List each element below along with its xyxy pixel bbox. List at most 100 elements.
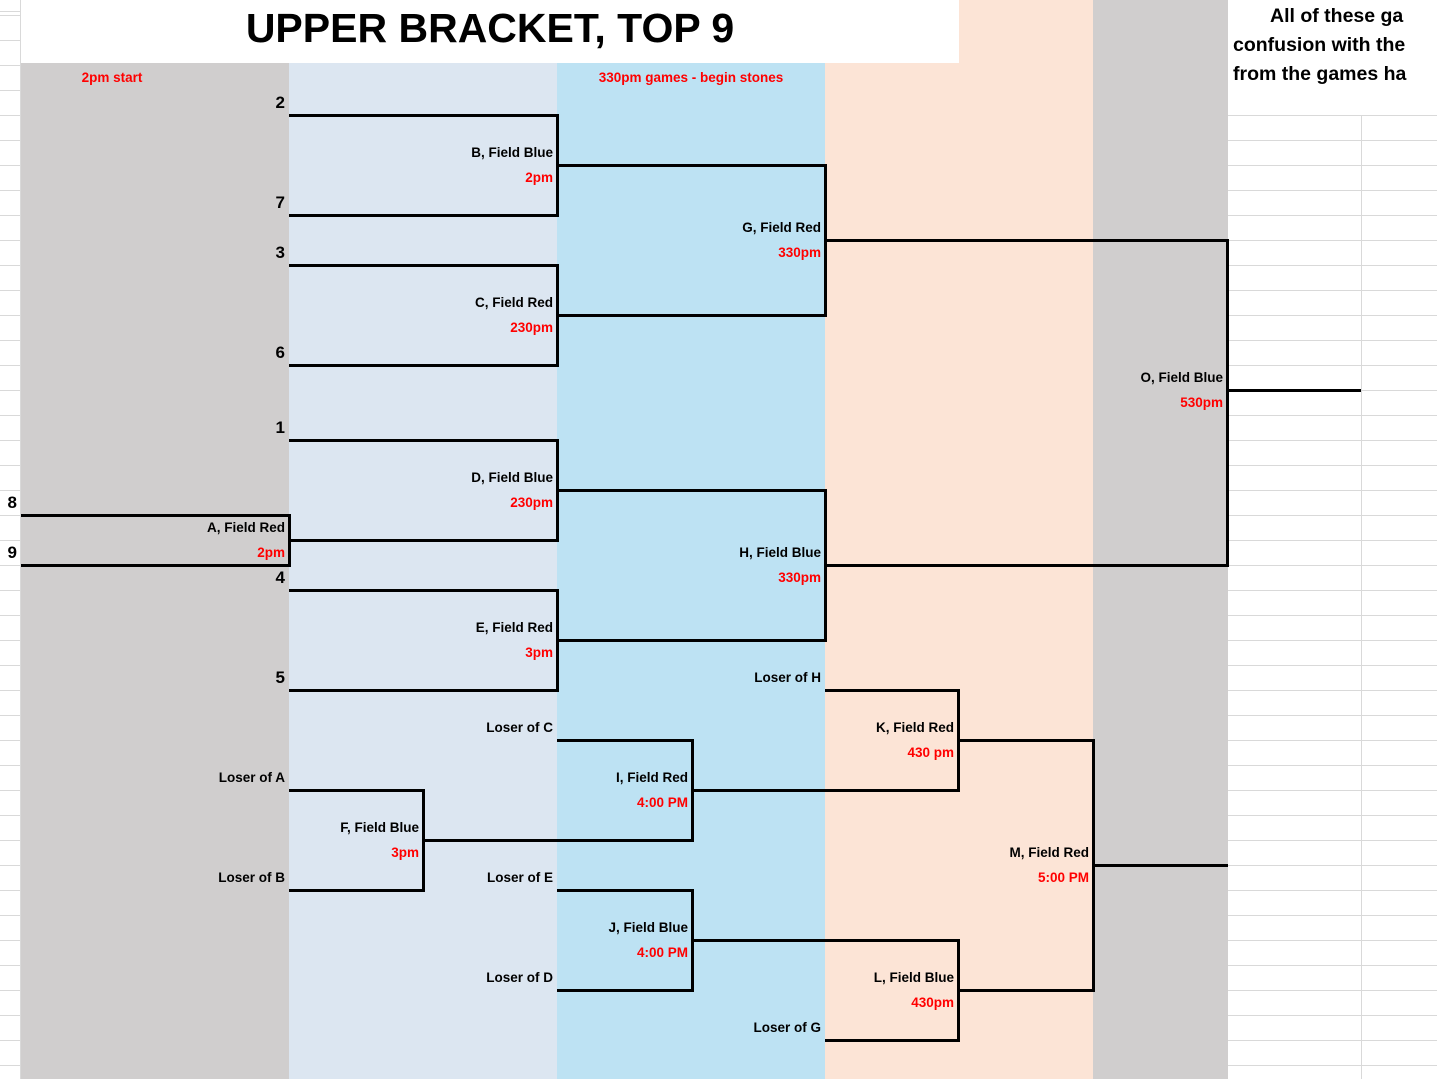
band-final-gray <box>1093 0 1228 1079</box>
game-j-time: 4:00 PM <box>636 945 688 960</box>
bracket-line-winner-m <box>1093 864 1228 867</box>
bracket-line-seed2 <box>289 114 557 117</box>
bracket-line-winner-a <box>289 539 557 542</box>
bracket-vline-game-h <box>824 489 827 642</box>
bracket-vline-game-a <box>288 514 291 567</box>
bracket-vline-game-o <box>1226 239 1229 567</box>
feeder-loser-e: Loser of E <box>486 870 553 885</box>
game-j-label: J, Field Blue <box>608 920 688 935</box>
bracket-line-winner-o <box>1227 389 1361 392</box>
bracket-line-seed1 <box>289 439 557 442</box>
game-m-label: M, Field Red <box>1009 845 1089 860</box>
bracket-line-loser-b <box>289 889 423 892</box>
seed-label-7: 7 <box>275 193 285 212</box>
bracket-line-loser-h <box>825 689 959 692</box>
game-k-label: K, Field Red <box>875 720 954 735</box>
bracket-vline-game-f <box>422 789 425 892</box>
feeder-loser-d: Loser of D <box>486 970 553 985</box>
bracket-line-loser-e <box>557 889 693 892</box>
seed-label-2: 2 <box>275 93 285 112</box>
feeder-loser-c: Loser of C <box>486 720 553 735</box>
side-note-line: confusion with the <box>1233 34 1406 56</box>
game-b-label: B, Field Blue <box>471 145 553 160</box>
game-i-time: 4:00 PM <box>636 795 688 810</box>
page-title: UPPER BRACKET, TOP 9 <box>21 0 959 63</box>
bracket-line-seed6 <box>289 364 557 367</box>
game-c-time: 230pm <box>510 320 553 335</box>
bracket-line-winner-l <box>958 989 1094 992</box>
game-o-label: O, Field Blue <box>1140 370 1223 385</box>
seed-label-1: 1 <box>275 418 285 437</box>
bracket-vline-game-j <box>691 889 694 992</box>
seed-label-8: 8 <box>7 493 17 512</box>
bracket-line-seed5 <box>289 689 557 692</box>
feeder-loser-b: Loser of B <box>218 870 285 885</box>
bracket-vline-game-m <box>1092 739 1095 992</box>
game-e-time: 3pm <box>525 645 553 660</box>
bracket-line-winner-j <box>692 939 959 942</box>
game-g-time: 330pm <box>778 245 821 260</box>
game-o-time: 530pm <box>1180 395 1223 410</box>
game-g-label: G, Field Red <box>742 220 821 235</box>
bracket-line-winner-b <box>557 164 825 167</box>
bracket-line-seed8 <box>21 514 289 517</box>
bracket-line-winner-d <box>557 489 825 492</box>
seed-label-6: 6 <box>275 343 285 362</box>
start-time-note: 2pm start <box>81 70 143 85</box>
left-gridline-column <box>0 0 21 1079</box>
bracket-line-loser-c <box>557 739 693 742</box>
bracket-line-winner-i <box>692 789 959 792</box>
band-round4-peach <box>825 63 1093 1079</box>
game-f-label: F, Field Blue <box>340 820 419 835</box>
bracket-vline-game-l <box>957 939 960 1042</box>
band-round4-peach-top <box>959 0 1093 63</box>
stones-note: 330pm games - begin stones <box>598 70 784 85</box>
vertical-gridline <box>1361 115 1362 1079</box>
band-round2-lightblue <box>289 63 557 1079</box>
seed-label-9: 9 <box>7 543 17 562</box>
bracket-line-winner-c <box>557 314 825 317</box>
band-round1-gray <box>21 63 289 1079</box>
game-a-time: 2pm <box>257 545 285 560</box>
side-note-line: from the games ha <box>1233 63 1407 85</box>
feeder-loser-h: Loser of H <box>754 670 821 685</box>
game-k-time: 430 pm <box>907 745 954 760</box>
bracket-line-winner-e <box>557 639 825 642</box>
bracket-vline-game-i <box>691 739 694 842</box>
right-gridline-area <box>1228 115 1437 1079</box>
bracket-line-seed7 <box>289 214 557 217</box>
game-l-time: 430pm <box>911 995 954 1010</box>
bracket-vline-game-d <box>556 439 559 542</box>
feeder-loser-a: Loser of A <box>218 770 285 785</box>
bracket-vline-game-k <box>957 689 960 792</box>
game-l-label: L, Field Blue <box>873 970 954 985</box>
bracket-vline-game-b <box>556 114 559 217</box>
bracket-line-seed3 <box>289 264 557 267</box>
game-a-label: A, Field Red <box>206 520 285 535</box>
seed-label-3: 3 <box>275 243 285 262</box>
game-f-time: 3pm <box>391 845 419 860</box>
bracket-line-winner-k <box>958 739 1094 742</box>
bracket-vline-game-e <box>556 589 559 692</box>
game-m-time: 5:00 PM <box>1037 870 1089 885</box>
bracket-line-winner-h <box>825 564 1228 567</box>
bracket-line-seed9 <box>21 564 289 567</box>
game-c-label: C, Field Red <box>474 295 553 310</box>
bracket-line-seed4 <box>289 589 557 592</box>
game-h-label: H, Field Blue <box>739 545 821 560</box>
bracket-line-loser-d <box>557 989 693 992</box>
bracket-line-winner-g <box>825 239 1228 242</box>
side-note: All of these ga confusion with the from … <box>1228 0 1437 115</box>
seed-label-5: 5 <box>275 668 285 687</box>
game-i-label: I, Field Red <box>615 770 688 785</box>
bracket-line-winner-f <box>423 839 693 842</box>
game-e-label: E, Field Red <box>475 620 553 635</box>
game-d-label: D, Field Blue <box>471 470 553 485</box>
seed-label-4: 4 <box>275 568 285 587</box>
bracket-vline-game-c <box>556 264 559 367</box>
bracket-vline-game-g <box>824 164 827 317</box>
bracket-line-loser-g <box>825 1039 959 1042</box>
game-h-time: 330pm <box>778 570 821 585</box>
bracket-line-loser-a <box>289 789 423 792</box>
